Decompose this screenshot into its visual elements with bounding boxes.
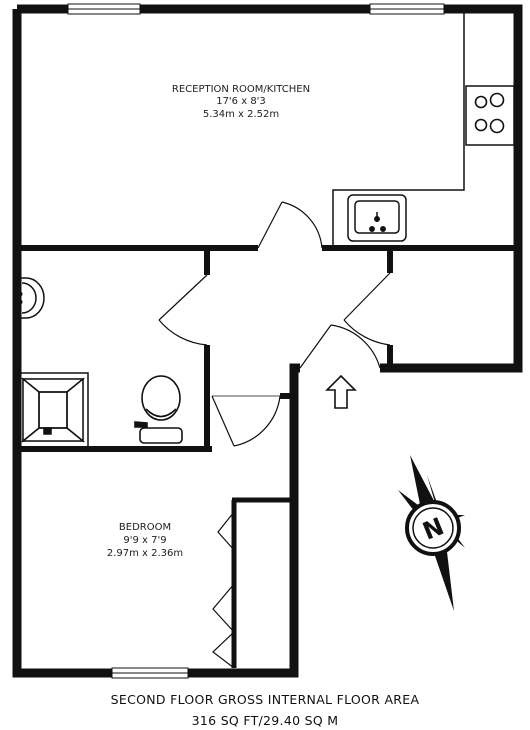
room-label-bedroom: BEDROOM 9'9 x 7'9 2.97m x 2.36m [107, 522, 183, 559]
windows [67, 3, 445, 679]
reception-room-metric: 5.34m x 2.52m [203, 109, 279, 120]
reception-room-name: RECEPTION ROOM/KITCHEN [172, 84, 310, 95]
basin-icon [17, 277, 45, 319]
floor-area-title: SECOND FLOOR GROSS INTERNAL FLOOR AREA [110, 692, 420, 707]
shower-icon [16, 372, 89, 448]
reception-room-imperial: 17'6 x 8'3 [216, 96, 266, 107]
hob-icon [474, 92, 505, 134]
compass-icon: N [398, 455, 465, 611]
bedroom-imperial: 9'9 x 7'9 [123, 535, 166, 546]
toilet-icon [134, 375, 183, 444]
bedroom-name: BEDROOM [119, 522, 171, 533]
floor-area-value: 316 SQ FT/29.40 SQ M [191, 713, 339, 728]
doors [158, 201, 391, 669]
kitchen-sink-icon [347, 194, 407, 242]
bedroom-metric: 2.97m x 2.36m [107, 548, 183, 559]
entrance-arrow-icon [325, 374, 357, 409]
kitchen-counter [332, 13, 515, 248]
interior-walls [17, 245, 518, 668]
room-label-reception: RECEPTION ROOM/KITCHEN 17'6 x 8'3 5.34m … [172, 84, 310, 120]
